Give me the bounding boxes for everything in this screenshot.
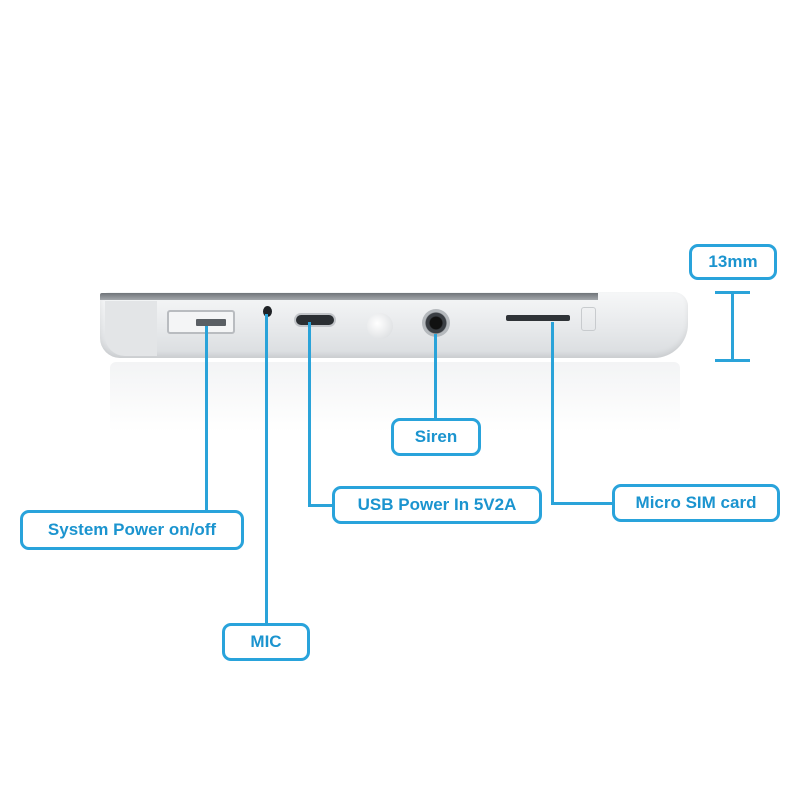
dimension-label: 13mm [689, 244, 777, 280]
leader-mic [265, 314, 268, 625]
dimension-cap-bottom [715, 359, 750, 362]
indicator-light-icon [367, 313, 393, 339]
device-corner [105, 301, 157, 356]
audio-jack-icon [422, 309, 450, 337]
side-button-icon [581, 307, 596, 331]
micro-sim-label: Micro SIM card [612, 484, 780, 522]
leader-usb-horizontal [308, 504, 334, 507]
usb-power-label: USB Power In 5V2A [332, 486, 542, 524]
leader-usb-vertical [308, 322, 311, 507]
device-top-edge [100, 293, 598, 300]
leader-siren [434, 334, 437, 420]
siren-label: Siren [391, 418, 481, 456]
leader-sim-horizontal [551, 502, 615, 505]
sim-slot-icon [506, 315, 570, 321]
system-power-label: System Power on/off [20, 510, 244, 550]
dimension-cap-top [715, 291, 750, 294]
power-switch-slot [196, 319, 226, 326]
leader-system-power [205, 326, 208, 512]
dimension-line [731, 291, 734, 362]
power-switch-icon [167, 310, 235, 334]
mic-label: MIC [222, 623, 310, 661]
usb-port-icon [294, 313, 336, 327]
mic-hole-icon [263, 306, 272, 317]
leader-sim-vertical [551, 322, 554, 504]
